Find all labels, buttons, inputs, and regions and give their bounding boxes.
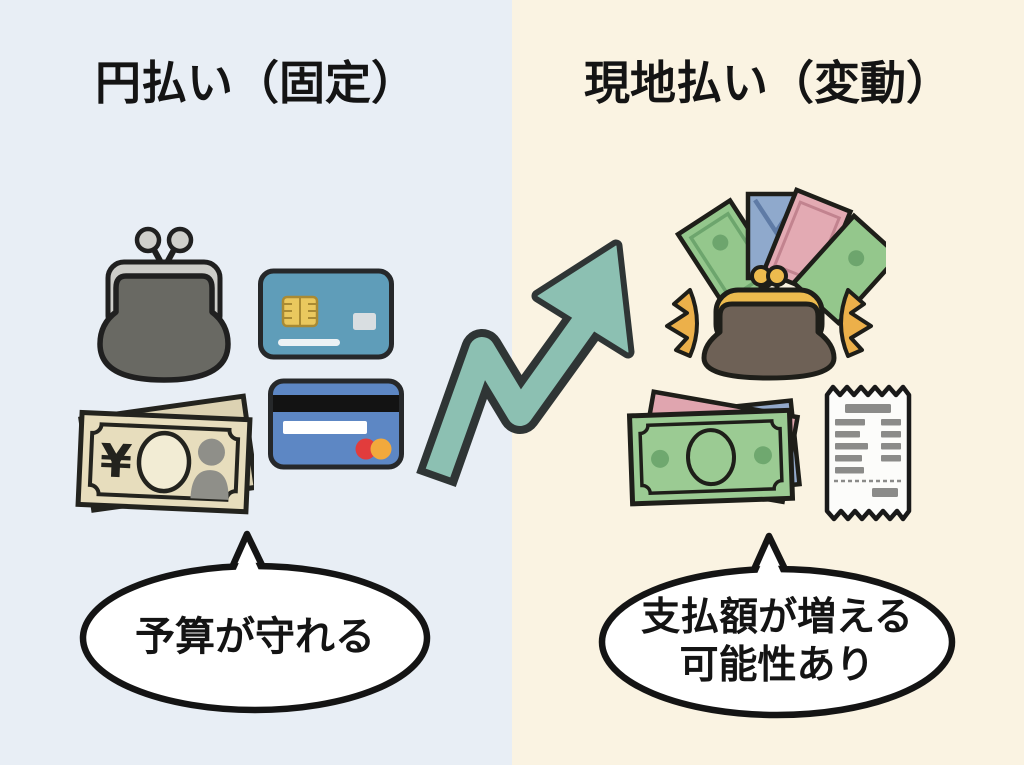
rising-zigzag-arrow-icon	[416, 239, 635, 488]
payment-increase-line-2: 可能性あり	[679, 643, 875, 688]
local-payment-title: 現地払い（変動）	[584, 56, 952, 110]
emphasis-mark-right	[839, 288, 873, 358]
payment-increase-label: 支払額が増える 可能性あり	[596, 594, 958, 690]
coin-purse-icon	[97, 226, 231, 383]
open-coin-purse-cash-icon	[665, 186, 886, 381]
yen-banknotes-icon: ¥	[75, 393, 254, 515]
emphasis-mark-left	[665, 288, 699, 358]
budget-kept-label: 予算が守れる	[135, 614, 375, 660]
yen-payment-title: 円払い（固定）	[95, 56, 417, 110]
yen-payment-panel: 円払い（固定） ¥	[0, 0, 512, 765]
payment-increase-line-1: 支払額が増える	[641, 595, 913, 640]
local-payment-panel: 現地払い（変動）	[512, 0, 1024, 765]
credit-card-stripe-icon	[268, 378, 404, 470]
receipt-icon	[824, 384, 912, 522]
foreign-banknotes-icon	[626, 389, 802, 507]
credit-card-chip-icon	[258, 268, 394, 360]
svg-text:¥: ¥	[99, 433, 133, 488]
speech-bubble-right	[598, 532, 956, 719]
speech-bubble-left	[79, 530, 431, 714]
